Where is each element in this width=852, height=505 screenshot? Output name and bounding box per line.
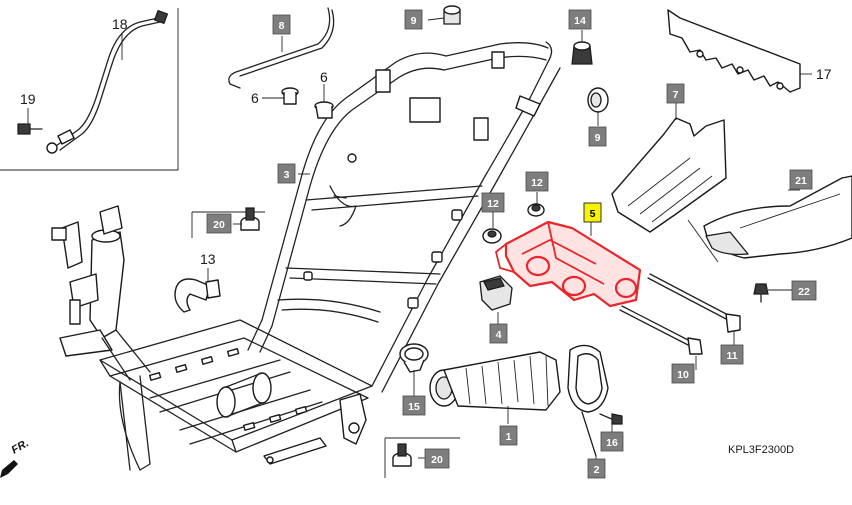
svg-text:9: 9 <box>411 15 417 27</box>
screw-22 <box>753 283 769 303</box>
grommet-20-lower <box>392 443 412 467</box>
screw-16 <box>599 413 623 425</box>
svg-text:10: 10 <box>677 369 689 381</box>
svg-text:20: 20 <box>213 219 225 231</box>
svg-text:3: 3 <box>284 169 290 181</box>
svg-text:5: 5 <box>590 208 596 220</box>
callout-13[interactable]: 13 <box>200 251 216 267</box>
clip-6b <box>314 101 334 119</box>
cover-21 <box>703 175 852 259</box>
stopper-4 <box>479 275 513 311</box>
callout-6b[interactable]: 6 <box>320 69 328 85</box>
callout-6a[interactable]: 6 <box>251 90 259 106</box>
svg-text:9: 9 <box>595 132 601 144</box>
main-frame-body <box>247 41 561 393</box>
battery-cable <box>46 9 169 154</box>
clamp-13 <box>174 278 221 313</box>
svg-text:15: 15 <box>408 401 420 413</box>
cover-7 <box>611 117 727 233</box>
svg-text:7: 7 <box>673 89 679 101</box>
bolt-11 <box>647 273 741 333</box>
callout-5[interactable]: 5 <box>583 202 602 223</box>
inset-frames <box>0 8 719 478</box>
callout-7[interactable]: 7 <box>666 83 685 104</box>
callout-21[interactable]: 21 <box>789 169 813 190</box>
svg-text:22: 22 <box>798 286 810 298</box>
callout-12b[interactable]: 12 <box>481 192 505 213</box>
front-direction-mark: FR. <box>0 437 31 478</box>
grommet-20-upper <box>240 207 260 231</box>
bushing-14 <box>571 41 593 65</box>
callout-20b[interactable]: 20 <box>424 448 450 469</box>
svg-text:17: 17 <box>816 66 832 82</box>
bushing-9-right <box>587 87 609 113</box>
svg-text:6: 6 <box>251 90 259 106</box>
floor-frame <box>99 319 373 471</box>
head-pipe <box>51 205 151 381</box>
svg-text:19: 19 <box>20 91 36 107</box>
clip-6a <box>281 87 299 105</box>
svg-text:12: 12 <box>487 198 499 210</box>
callout-14[interactable]: 14 <box>568 9 592 30</box>
bushing-9-top <box>443 5 461 25</box>
svg-text:13: 13 <box>200 251 216 267</box>
svg-text:4: 4 <box>496 329 502 341</box>
diagram-code: KPL3F2300D <box>728 444 794 456</box>
collar-12-lower <box>482 228 502 244</box>
svg-text:21: 21 <box>795 175 807 187</box>
callout-20a[interactable]: 20 <box>206 213 232 234</box>
callout-19[interactable]: 19 <box>20 91 36 107</box>
callout-1[interactable]: 1 <box>499 425 518 446</box>
leader-lines <box>27 17 812 460</box>
band-15 <box>399 343 429 373</box>
callout-8[interactable]: 8 <box>272 14 291 35</box>
svg-text:16: 16 <box>606 437 618 449</box>
svg-text:20: 20 <box>431 454 443 466</box>
callout-9b[interactable]: 9 <box>588 126 607 147</box>
svg-text:11: 11 <box>726 350 737 362</box>
svg-text:1: 1 <box>506 431 512 443</box>
hanger-link-5 <box>494 220 642 308</box>
svg-text:12: 12 <box>531 177 543 189</box>
svg-text:14: 14 <box>574 15 586 27</box>
callout-15[interactable]: 15 <box>402 395 426 416</box>
callout-3[interactable]: 3 <box>277 163 296 184</box>
callout-22[interactable]: 22 <box>791 280 817 301</box>
front-direction-label: FR. <box>10 437 31 456</box>
callout-18[interactable]: 18 <box>112 16 128 32</box>
bolt-10 <box>619 305 703 355</box>
callout-9a[interactable]: 9 <box>404 9 423 30</box>
callout-4[interactable]: 4 <box>489 323 508 344</box>
svg-text:2: 2 <box>594 464 600 476</box>
svg-text:18: 18 <box>112 16 128 32</box>
duct-joint-2 <box>567 344 609 457</box>
callout-11[interactable]: 11 <box>720 344 744 365</box>
bracket-17 <box>667 9 801 93</box>
callout-16[interactable]: 16 <box>600 431 624 452</box>
collar-12-upper <box>527 203 545 217</box>
callout-10[interactable]: 10 <box>671 363 695 384</box>
callout-2[interactable]: 2 <box>587 458 606 479</box>
callout-12a[interactable]: 12 <box>525 171 549 192</box>
callout-17[interactable]: 17 <box>816 66 832 82</box>
svg-text:8: 8 <box>279 20 285 32</box>
bolt-19 <box>17 123 43 135</box>
rod-8 <box>228 7 335 89</box>
svg-text:6: 6 <box>320 69 328 85</box>
air-duct-1 <box>429 351 561 411</box>
